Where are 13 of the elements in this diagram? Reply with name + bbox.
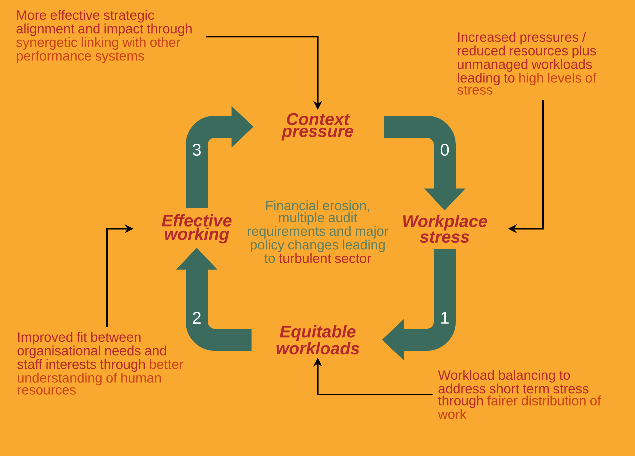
step-number: 2 xyxy=(193,312,201,324)
stage-label: Workplace stress xyxy=(403,214,488,244)
annotation-text: Increased pressures / reduced resources plus unmanaged workloads leading to high levels of stress xyxy=(458,32,597,95)
stage-label: Equitable workloads xyxy=(276,325,360,355)
annotation-text: Improved fit between organisational needs and staff interests through better understanding of human resources xyxy=(18,332,184,395)
stage-label: Effective working xyxy=(162,214,232,244)
step-number: 3 xyxy=(192,144,201,156)
step-number: 0 xyxy=(440,144,450,156)
step-number: 1 xyxy=(442,312,449,324)
stage-label: Context pressure xyxy=(282,113,354,141)
annotation-text: Workload balancing to address short term stress through fairer distribution of work xyxy=(438,370,602,420)
center-text: Financial erosion, multiple audit requirements and major policy changes leading to turbulent sector xyxy=(248,200,389,264)
annotation-text: More effective strategic alignment and impact through synergetic linking with other performance systems xyxy=(16,10,192,64)
